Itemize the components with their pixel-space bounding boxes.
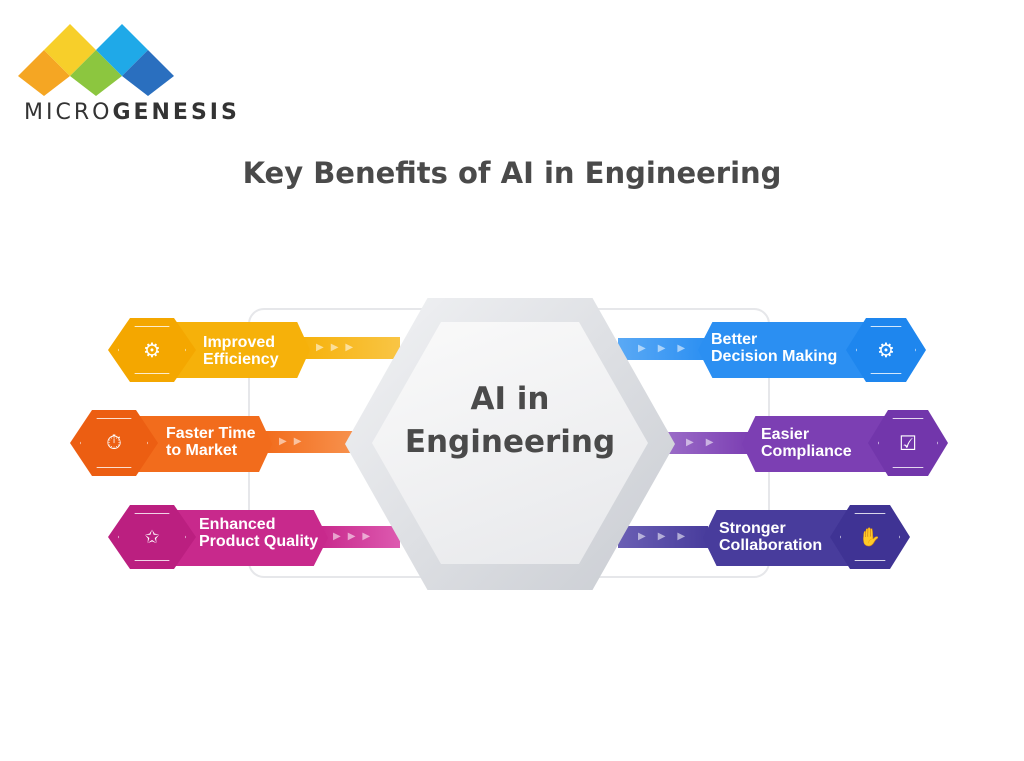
logo-wordmark: MICROGENESIS — [24, 100, 240, 125]
connector-stripe: ▶▶▶ — [618, 338, 708, 360]
connector-stripe: ▶▶ — [265, 431, 355, 453]
page-title: Key Benefits of AI in Engineering — [242, 156, 782, 190]
hand-box-stars-icon: ✩ — [108, 505, 196, 569]
connector-stripe: ▶▶▶ — [618, 526, 708, 548]
connector-stripe: ▶▶▶ — [300, 337, 400, 359]
connector-stripe: ▶▶ — [668, 432, 748, 454]
connector-stripe: ▶▶▶ — [320, 526, 400, 548]
microgenesis-logo-icon — [18, 24, 174, 96]
